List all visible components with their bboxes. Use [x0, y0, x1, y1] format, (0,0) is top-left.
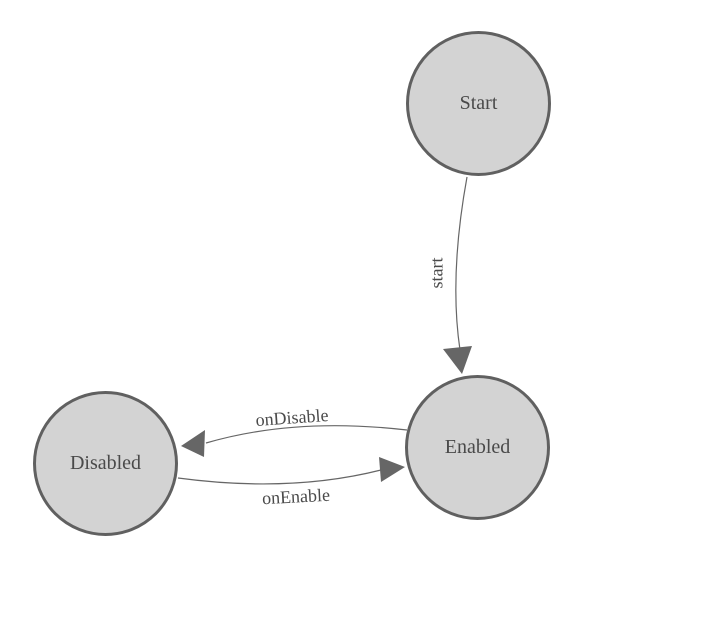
transition-onenable-edge	[177, 469, 382, 485]
state-node-enabled-label: Enabled	[444, 436, 511, 458]
transition-start-arrowhead-icon	[443, 346, 472, 374]
state-node-enabled[interactable]: Enabled	[405, 375, 550, 520]
state-node-disabled-label: Disabled	[69, 452, 142, 474]
transition-ondisable-edge	[205, 425, 408, 444]
state-node-disabled[interactable]: Disabled	[33, 391, 178, 536]
transition-onenable-arrowhead-icon	[379, 457, 405, 482]
state-node-start[interactable]: Start	[406, 31, 551, 176]
state-node-start-label: Start	[459, 92, 498, 114]
edge-label-start: start	[426, 257, 447, 289]
edge-label-onenable: onEnable	[261, 484, 331, 509]
transition-start-edge	[455, 176, 468, 351]
transition-ondisable-arrowhead-icon	[181, 430, 205, 457]
